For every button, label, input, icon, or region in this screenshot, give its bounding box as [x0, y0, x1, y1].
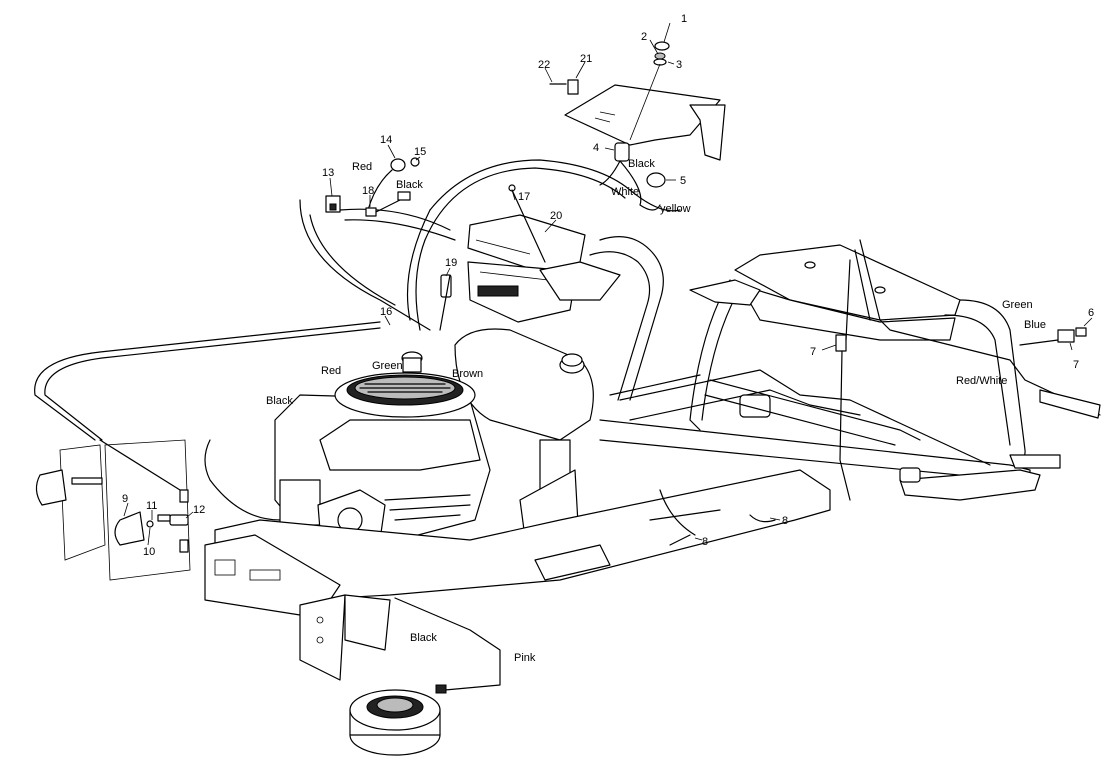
callout-8-right: 8 — [782, 515, 788, 527]
callouts: 1 2 3 4 5 6 7 7 8 8 9 10 11 12 13 14 15 … — [122, 13, 1094, 558]
wire-label-red-white: Red/White — [956, 375, 1007, 387]
wire-label-green-engine: Green — [372, 360, 403, 372]
callout-4: 4 — [593, 142, 599, 154]
callout-1: 1 — [681, 13, 687, 25]
headlight-panel-right — [104, 439, 191, 581]
engine — [274, 351, 491, 546]
callout-8-left: 8 — [702, 536, 708, 548]
rear-frame — [689, 239, 1101, 463]
switch-bracket-part-21 — [549, 79, 579, 95]
leader-lines — [123, 22, 1093, 546]
wire-label-black-bottom: Black — [410, 632, 437, 644]
connector-part-18 — [365, 191, 411, 217]
seat-plate — [564, 84, 726, 161]
callout-7-right: 7 — [1073, 359, 1079, 371]
headlight-panel-left — [35, 444, 106, 561]
connector-part-7-center — [835, 259, 851, 501]
callout-19: 19 — [445, 257, 457, 269]
callout-20: 20 — [550, 210, 562, 222]
headlight-harness — [34, 321, 381, 521]
callout-14: 14 — [380, 134, 392, 146]
control-box-part-20 — [467, 184, 586, 323]
callout-7-center: 7 — [810, 346, 816, 358]
clutch-wire — [394, 597, 501, 694]
chassis-rails — [539, 236, 1061, 501]
callout-12: 12 — [193, 504, 205, 516]
callout-3: 3 — [676, 59, 682, 71]
wire-label-yellow: yellow — [660, 203, 691, 215]
switch-part-5 — [619, 160, 666, 211]
callout-2: 2 — [641, 31, 647, 43]
switch-part-4 — [599, 142, 630, 186]
callout-5: 5 — [680, 175, 686, 187]
callout-16: 16 — [380, 306, 392, 318]
callout-9: 9 — [122, 493, 128, 505]
callout-11: 11 — [146, 500, 157, 512]
wire-label-red-engine: Red — [321, 365, 341, 377]
electric-clutch — [349, 689, 441, 756]
callout-6: 6 — [1088, 307, 1094, 319]
wire-label-black-top: Black — [396, 179, 423, 191]
wire-part-8 — [659, 489, 776, 536]
callout-18: 18 — [362, 185, 374, 197]
wire-label-blue: Blue — [1024, 319, 1046, 331]
callout-10: 10 — [143, 546, 155, 558]
wiring-harness — [299, 159, 681, 331]
wire-labels: Red Black Black White yellow Green Blue … — [266, 158, 1046, 664]
wire-label-black-left: Black — [266, 395, 293, 407]
callout-13: 13 — [322, 167, 334, 179]
wire-label-white: White — [611, 186, 639, 198]
callout-22: 22 — [538, 59, 550, 71]
knob-parts-1-3 — [629, 41, 670, 141]
wire-label-green-right: Green — [1002, 299, 1033, 311]
callout-21: 21 — [580, 53, 592, 65]
connector-part-13 — [325, 195, 341, 213]
wire-label-brown: Brown — [452, 368, 483, 380]
connector-part-14 — [367, 158, 406, 211]
wire-label-red-top: Red — [352, 161, 372, 173]
callout-17: 17 — [518, 191, 530, 203]
wire-label-pink: Pink — [514, 652, 536, 664]
callout-15: 15 — [414, 146, 426, 158]
connector-part-6 — [1075, 327, 1087, 337]
nut-part-15 — [410, 157, 420, 167]
front-deck — [204, 469, 831, 681]
wire-label-black-switch: Black — [628, 158, 655, 170]
connector-part-7-right — [1019, 329, 1075, 346]
